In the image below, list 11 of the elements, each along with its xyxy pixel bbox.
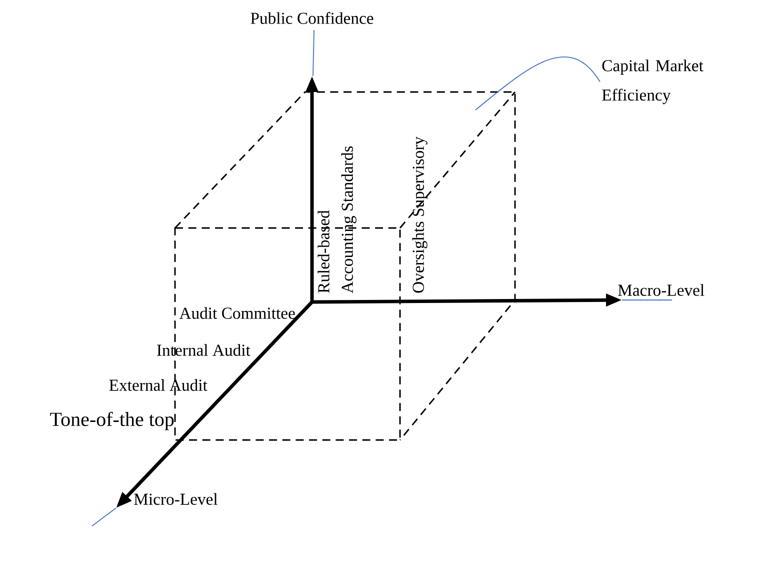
leader-line <box>475 56 600 110</box>
category-label: Audit Committee <box>179 307 295 319</box>
rotated-label: Accounting Standards <box>341 146 356 294</box>
axis-label: Macro-Level <box>618 284 704 296</box>
rotated-label: Ruled-based <box>318 210 330 293</box>
axis-label: Micro-Level <box>134 493 218 505</box>
category-label: Tone-of-the top <box>50 412 174 430</box>
rotated-label: Oversights Supervisory <box>412 136 428 293</box>
category-label: External Audit <box>109 379 208 391</box>
callout-text: Capital Market Efficiency <box>602 60 704 104</box>
axis-label: Public Confidence <box>250 12 374 24</box>
